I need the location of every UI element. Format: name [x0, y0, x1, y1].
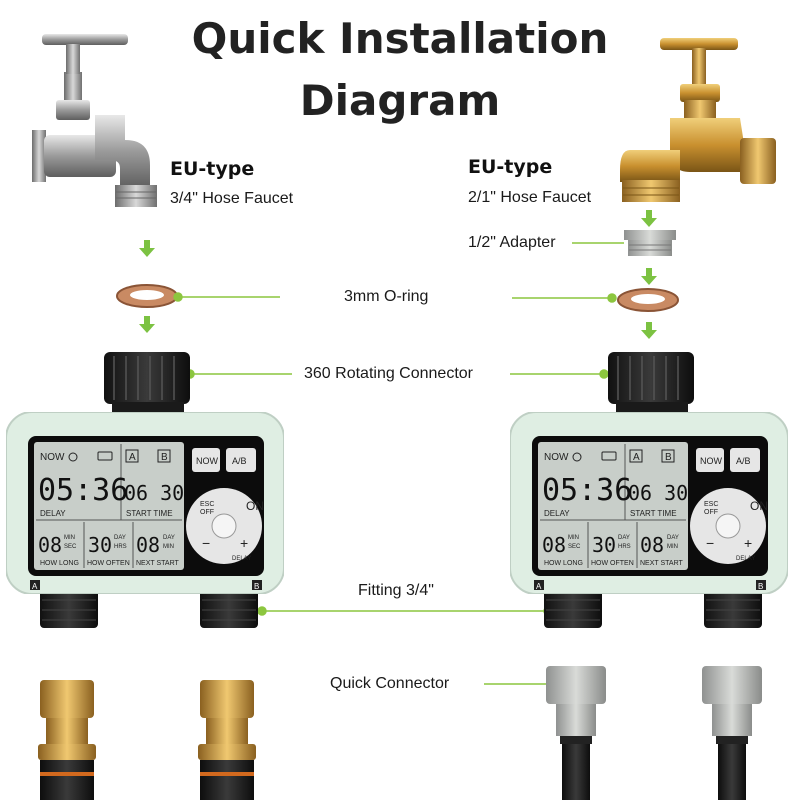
lcd-delay-label: DELAY	[544, 509, 570, 518]
brass-quick-connectors	[38, 680, 256, 800]
clock-icon	[68, 452, 78, 462]
rotating-connector-left	[104, 352, 190, 416]
port-a-label: A	[633, 452, 640, 463]
lcd-unit: DAY	[618, 535, 630, 541]
lcd-unit: HRS	[618, 544, 631, 550]
off-label: OFF	[200, 509, 214, 516]
clock-icon	[572, 452, 582, 462]
lcd-unit: SEC	[64, 544, 77, 550]
plus-button-label: +	[744, 535, 752, 551]
rotating-connector-right	[608, 352, 694, 416]
lcd-next-start-value: 08	[136, 533, 160, 557]
arrow-down-icon	[641, 322, 657, 339]
port-a-label: A	[536, 582, 542, 591]
lcd-unit: MIN	[64, 535, 75, 541]
lcd-unit: HRS	[114, 544, 127, 550]
lcd-unit: MIN	[568, 535, 579, 541]
o-ring-right	[617, 288, 679, 312]
port-a-label: A	[32, 582, 38, 591]
lcd-unit: MIN	[667, 544, 678, 550]
water-timer-right: NOW A B 05:36 06 30 DELAY START TIME 08 …	[509, 411, 789, 595]
lcd-now-label: NOW	[40, 452, 65, 463]
water-timer-body: NOW A B 05:36 06 30 DELAY START TIME 08 …	[5, 411, 285, 595]
water-timer-left: NOW A B 05:36 06 30 DELAY START TIME 08 …	[5, 411, 285, 595]
lcd-next-start-value: 08	[640, 533, 664, 557]
arrow-down-icon	[641, 268, 657, 285]
o-ring-label: 3mm O-ring	[344, 288, 429, 305]
lcd-unit: DAY	[163, 535, 175, 541]
lcd-next-start-label: NEXT START	[136, 560, 180, 567]
esc-button-label: ESC	[200, 501, 214, 508]
port-b-label: B	[161, 452, 168, 463]
lcd-how-long-value: 08	[542, 533, 566, 557]
now-button-label: NOW	[700, 456, 723, 466]
right-faucet-image	[620, 38, 776, 202]
delay-button-label: DELAY	[232, 556, 251, 562]
battery-icon	[601, 451, 617, 461]
arrow-down-icon	[139, 316, 155, 333]
lcd-start-time: 06 30	[628, 481, 688, 505]
lcd-unit: SEC	[568, 544, 581, 550]
on-label: ON	[750, 499, 768, 513]
lcd-how-often-label: HOW OFTEN	[87, 560, 130, 567]
lcd-unit: MIN	[163, 544, 174, 550]
plus-button-label: +	[240, 535, 248, 551]
lcd-how-often-value: 30	[592, 533, 616, 557]
esc-button-label: ESC	[704, 501, 718, 508]
port-b-label: B	[758, 582, 763, 591]
ab-button-label: A/B	[232, 456, 247, 466]
right-faucet-desc: 2/1" Hose Faucet	[468, 189, 592, 206]
lcd-how-long-label: HOW LONG	[40, 560, 79, 567]
ab-button-label: A/B	[736, 456, 751, 466]
port-b-label: B	[665, 452, 672, 463]
lcd-next-start-label: NEXT START	[640, 560, 684, 567]
lcd-how-long-label: HOW LONG	[544, 560, 583, 567]
adapter-image	[624, 230, 676, 256]
lcd-how-long-value: 08	[38, 533, 62, 557]
lcd-current-time: 05:36	[38, 473, 128, 508]
on-label: ON	[246, 499, 264, 513]
fitting-outlets	[40, 590, 762, 628]
minus-button-label: −	[706, 535, 714, 551]
now-button-label: NOW	[196, 456, 219, 466]
left-faucet-type: EU-type	[170, 158, 255, 180]
rotating-connector-label: 360 Rotating Connector	[304, 365, 473, 382]
port-b-label: B	[254, 582, 259, 591]
title-line-1: Quick Installation	[191, 14, 609, 63]
lcd-delay-label: DELAY	[40, 509, 66, 518]
fitting-label: Fitting 3/4"	[358, 582, 434, 599]
lcd-unit: DAY	[667, 535, 679, 541]
delay-button-label: DELAY	[736, 556, 755, 562]
o-ring-left	[116, 284, 178, 308]
off-label: OFF	[704, 509, 718, 516]
diagram-title: Quick Installation Diagram	[0, 8, 800, 132]
lcd-start-time-label: START TIME	[630, 509, 677, 518]
adapter-label: 1/2" Adapter	[468, 234, 556, 251]
minus-button-label: −	[202, 535, 210, 551]
quick-connector-label: Quick Connector	[330, 675, 450, 692]
lcd-current-time: 05:36	[542, 473, 632, 508]
lcd-unit: DAY	[114, 535, 126, 541]
battery-icon	[97, 451, 113, 461]
right-faucet-type: EU-type	[468, 156, 553, 178]
left-faucet-image	[32, 34, 157, 207]
grey-quick-connectors	[546, 666, 762, 800]
lcd-how-often-label: HOW OFTEN	[591, 560, 634, 567]
lcd-how-often-value: 30	[88, 533, 112, 557]
arrow-down-icon	[139, 240, 155, 257]
port-a-label: A	[129, 452, 136, 463]
lcd-start-time: 06 30	[124, 481, 184, 505]
lcd-start-time-label: START TIME	[126, 509, 173, 518]
arrow-down-icon	[641, 210, 657, 227]
left-faucet-desc: 3/4" Hose Faucet	[170, 190, 294, 207]
flow-arrows	[139, 210, 657, 339]
water-timer-body: NOW A B 05:36 06 30 DELAY START TIME 08 …	[509, 411, 789, 595]
title-line-2: Diagram	[299, 76, 501, 125]
lcd-now-label: NOW	[544, 452, 569, 463]
